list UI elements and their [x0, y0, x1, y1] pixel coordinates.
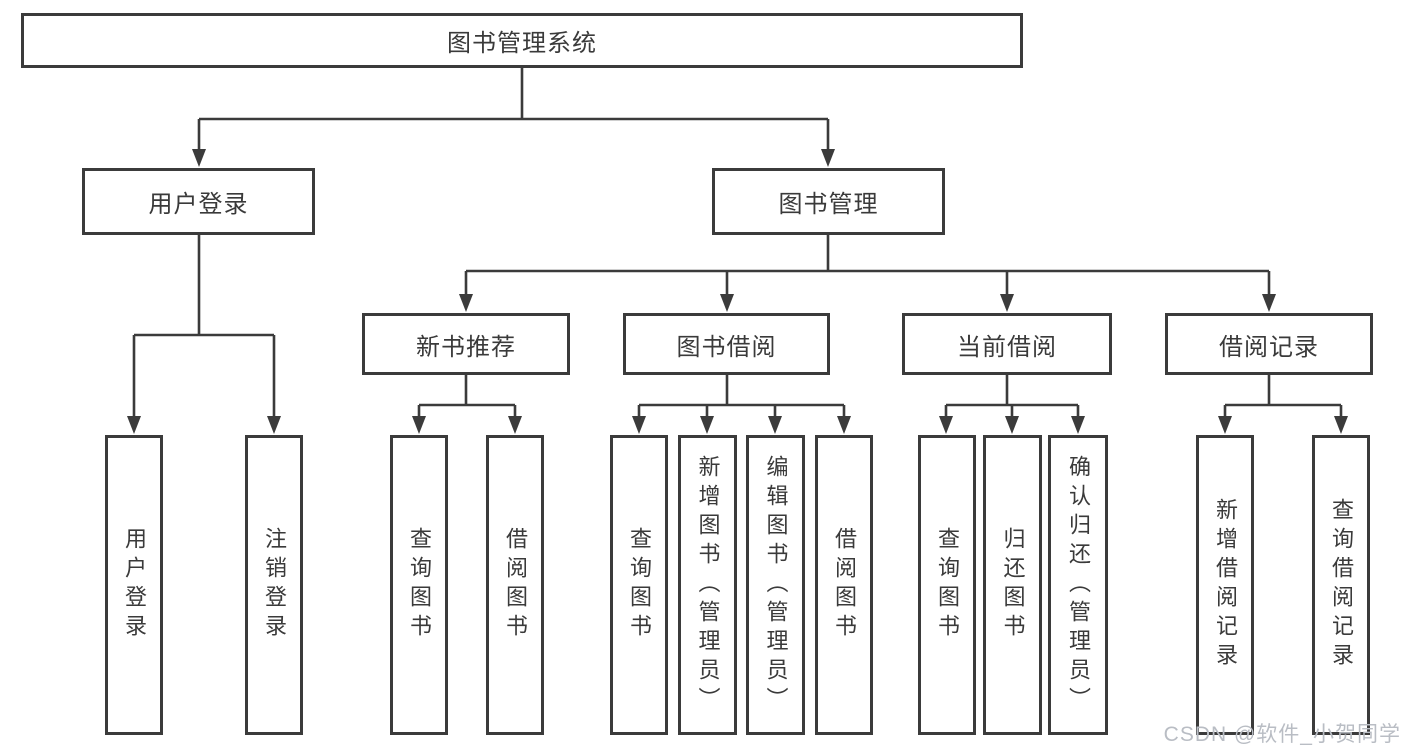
node-library-management-system: 图书管理系统: [21, 13, 1023, 68]
node-book-borrowing: 图书借阅: [623, 313, 830, 375]
leaf-borrowing-add-books-admin: 新增图书（管理员）: [678, 435, 737, 735]
leaf-logout-login: 注销登录: [245, 435, 303, 735]
node-label: 查询图书: [627, 527, 652, 643]
node-label: 借阅图书: [503, 527, 528, 643]
node-label: 借阅记录: [1219, 333, 1319, 361]
leaf-current-return-books: 归还图书: [983, 435, 1042, 735]
node-label: 新书推荐: [416, 333, 516, 361]
node-label: 新增借阅记录: [1213, 498, 1238, 672]
node-label: 查询借阅记录: [1329, 498, 1354, 672]
node-label: 归还图书: [1000, 527, 1026, 643]
node-label: 图书管理: [778, 191, 879, 218]
node-label: 查询图书: [935, 527, 960, 643]
leaf-recommend-query-books: 查询图书: [390, 435, 448, 735]
csdn-watermark: CSDN @软件_小贺同学: [1163, 723, 1401, 746]
node-user-login-branch: 用户登录: [82, 168, 315, 235]
leaf-borrowing-borrow-books: 借阅图书: [815, 435, 873, 735]
node-label: 编辑图书（管理员）: [763, 454, 789, 716]
node-label: 用户登录: [148, 191, 249, 218]
node-label: 查询图书: [407, 527, 432, 643]
leaf-records-query-record: 查询借阅记录: [1312, 435, 1370, 735]
leaf-user-login: 用户登录: [105, 435, 163, 735]
node-label: 确认归还（管理员）: [1066, 454, 1091, 716]
node-label: 新增图书（管理员）: [695, 454, 721, 716]
leaf-current-query-books: 查询图书: [918, 435, 976, 735]
leaf-borrowing-edit-books-admin: 编辑图书（管理员）: [746, 435, 805, 735]
node-label: 图书借阅: [676, 333, 777, 361]
node-label: 注销登录: [262, 527, 287, 643]
node-label: 当前借阅: [957, 333, 1057, 361]
leaf-recommend-borrow-books: 借阅图书: [486, 435, 544, 735]
node-borrowing-records: 借阅记录: [1165, 313, 1373, 375]
leaf-borrowing-query-books: 查询图书: [610, 435, 668, 735]
node-book-management-branch: 图书管理: [712, 168, 945, 235]
leaf-current-confirm-return-admin: 确认归还（管理员）: [1048, 435, 1108, 735]
node-current-borrowing: 当前借阅: [902, 313, 1112, 375]
leaf-records-add-record: 新增借阅记录: [1196, 435, 1254, 735]
node-new-book-recommend: 新书推荐: [362, 313, 570, 375]
node-label: 借阅图书: [832, 527, 857, 643]
node-label: 用户登录: [122, 527, 147, 643]
node-label: 图书管理系统: [447, 30, 597, 57]
